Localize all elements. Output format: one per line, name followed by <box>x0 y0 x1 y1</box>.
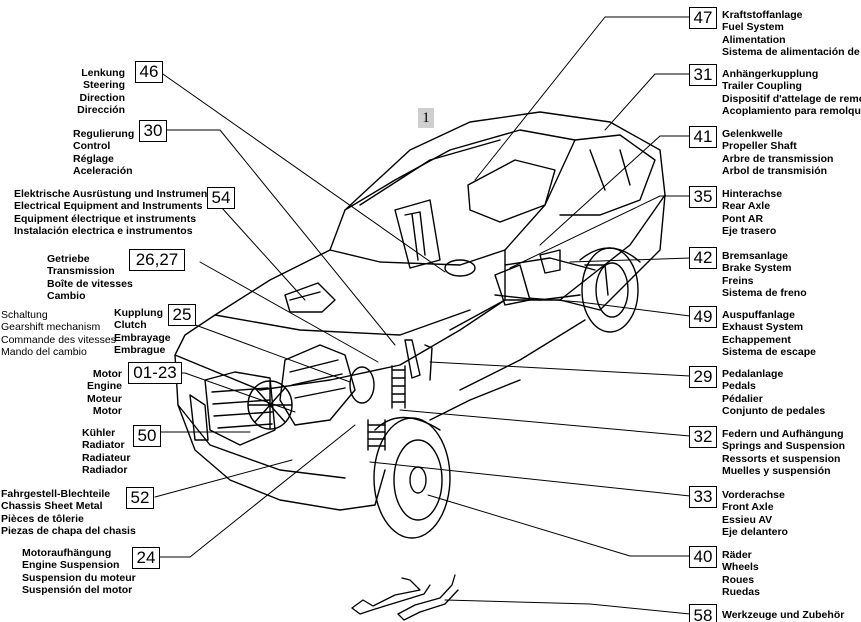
leader-24 <box>159 424 356 558</box>
leader-42 <box>569 257 691 263</box>
car-side-windows <box>559 134 656 216</box>
leader-49 <box>529 297 691 317</box>
callout-58-number[interactable]: 58 <box>689 604 717 622</box>
callout-49-label: Auspuffanlage Exhaust System Echappement… <box>722 309 816 358</box>
pedal-assembly <box>404 339 421 379</box>
figure-reference-badge: 1 <box>418 108 434 128</box>
leader-40 <box>427 494 691 557</box>
callout-40-number[interactable]: 40 <box>689 546 717 568</box>
callout-29-label: Pedalanlage Pedals Pédalier Conjunto de … <box>722 368 826 417</box>
clutch-housing <box>349 366 375 404</box>
car-headlamp <box>189 394 209 441</box>
callout-41-number[interactable]: 41 <box>689 126 717 148</box>
callout-41-label: Gelenkwelle Propeller Shaft Arbre de tra… <box>722 128 834 177</box>
callout-31-number[interactable]: 31 <box>689 64 717 86</box>
leader-35 <box>509 195 691 269</box>
front-spring <box>391 369 406 403</box>
callout-58-label: Werkzeuge und Zubehör <box>722 609 845 621</box>
callout-32-label: Federn und Aufhängung Springs and Suspen… <box>722 428 846 477</box>
leader-58 <box>444 599 691 615</box>
callout-46-label: Lenkung Steering Direction Dirección <box>77 67 125 116</box>
leader-41 <box>539 135 691 246</box>
callout-50-number[interactable]: 50 <box>133 425 161 447</box>
leader-25 <box>189 322 351 383</box>
leader-2627 <box>199 261 379 363</box>
callout-40-label: Räder Wheels Roues Ruedas <box>722 549 760 598</box>
callout-54-label: Elektrische Ausrüstung und Instrumente E… <box>14 188 217 237</box>
car-hood <box>174 249 506 391</box>
leader-30 <box>163 129 396 346</box>
callout-schaltung-label: Schaltung Gearshift mechanism Commande d… <box>1 309 116 358</box>
callout-24-number[interactable]: 24 <box>132 547 160 569</box>
leader-54 <box>221 207 306 301</box>
callout-46-number[interactable]: 46 <box>135 61 163 83</box>
tools-illustration <box>351 574 459 621</box>
leader-46 <box>159 71 446 273</box>
callout-35-label: Hinterachse Rear Axle Pont AR Eje traser… <box>722 188 783 237</box>
car-windshield <box>329 129 576 266</box>
callout-35-number[interactable]: 35 <box>689 186 717 208</box>
callout-42-label: Bremsanlage Brake System Freins Sistema … <box>722 250 807 299</box>
callout-52-number[interactable]: 52 <box>126 487 154 509</box>
leader-52 <box>154 459 293 498</box>
leader-32 <box>399 409 691 437</box>
callout-42-number[interactable]: 42 <box>689 247 717 269</box>
car-front-face <box>174 354 386 511</box>
callout-30-number[interactable]: 30 <box>139 120 167 142</box>
callout-33-label: Vorderachse Front Axle Essieu AV Eje del… <box>722 489 788 538</box>
callout-29-number[interactable]: 29 <box>689 366 717 388</box>
callout-33-number[interactable]: 33 <box>689 486 717 508</box>
callout-50-label: Kühler Radiator Radiateur Radiador <box>82 427 131 476</box>
callout-0123-number[interactable]: 01-23 <box>128 362 182 384</box>
leader-47 <box>474 16 691 181</box>
callout-49-number[interactable]: 49 <box>689 306 717 328</box>
exhaust <box>494 294 581 301</box>
callout-30-label: Regulierung Control Réglage Aceleración <box>73 128 135 177</box>
gearbox <box>494 264 531 306</box>
engine-block <box>279 344 356 426</box>
callout-25-label: Kupplung Clutch Embrayage Embrague <box>114 307 171 356</box>
callout-52-label: Fahrgestell-Blechteile Chassis Sheet Met… <box>1 488 136 537</box>
callout-32-number[interactable]: 32 <box>689 426 717 448</box>
leader-29 <box>429 361 691 377</box>
car-body-side <box>449 194 666 331</box>
callout-54-number[interactable]: 54 <box>207 187 235 209</box>
callout-47-number[interactable]: 47 <box>689 7 717 29</box>
callout-47-label: Kraftstoffanlage Fuel System Alimentatio… <box>722 9 860 58</box>
fuel-tank <box>467 159 556 223</box>
car-roof-outline <box>344 111 666 301</box>
callout-2627-label: Getriebe Transmission Boîte de vitesses … <box>47 253 133 302</box>
steering-wheel <box>444 259 476 277</box>
battery <box>284 282 336 313</box>
callout-31-label: Anhängerkupplung Trailer Coupling Dispos… <box>722 68 861 117</box>
callout-24-label: Motoraufhängung Engine Suspension Suspen… <box>22 547 136 596</box>
seat-back <box>394 199 441 269</box>
leader-31 <box>604 73 691 131</box>
callout-2627-number[interactable]: 26,27 <box>129 249 185 271</box>
leader-33 <box>369 461 691 497</box>
callout-25-number[interactable]: 25 <box>168 304 196 326</box>
callout-0123-label: Motor Engine Moteur Motor <box>86 368 122 417</box>
car-grille <box>204 371 276 446</box>
